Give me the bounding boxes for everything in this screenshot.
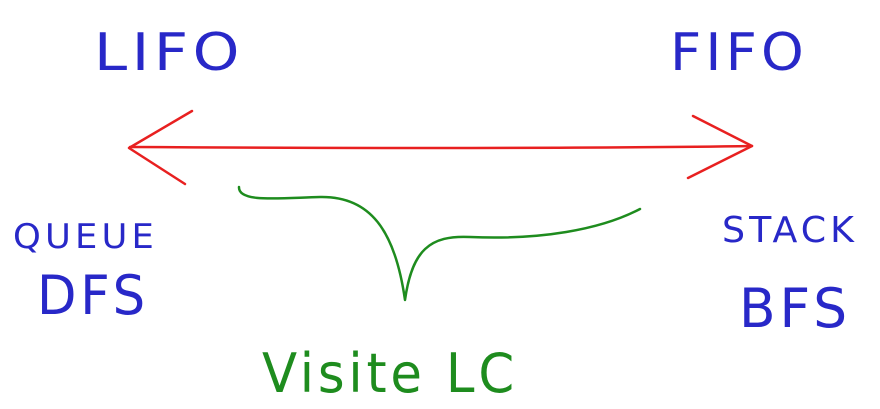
arrow-head-left	[127, 109, 194, 186]
double-arrow	[127, 109, 754, 186]
arrow-shaft	[128, 144, 754, 150]
label-dfs: DFS	[37, 264, 149, 327]
arrow-head-right	[686, 114, 754, 180]
label-stack: STACK	[722, 210, 858, 251]
label-lifo: LIFO	[94, 23, 244, 83]
label-queue: QUEUE	[13, 217, 158, 257]
label-visite-lc: Visite LC	[262, 342, 518, 405]
curly-brace	[237, 185, 642, 302]
label-bfs: BFS	[739, 277, 851, 340]
label-fifo: FIFO	[670, 23, 808, 83]
